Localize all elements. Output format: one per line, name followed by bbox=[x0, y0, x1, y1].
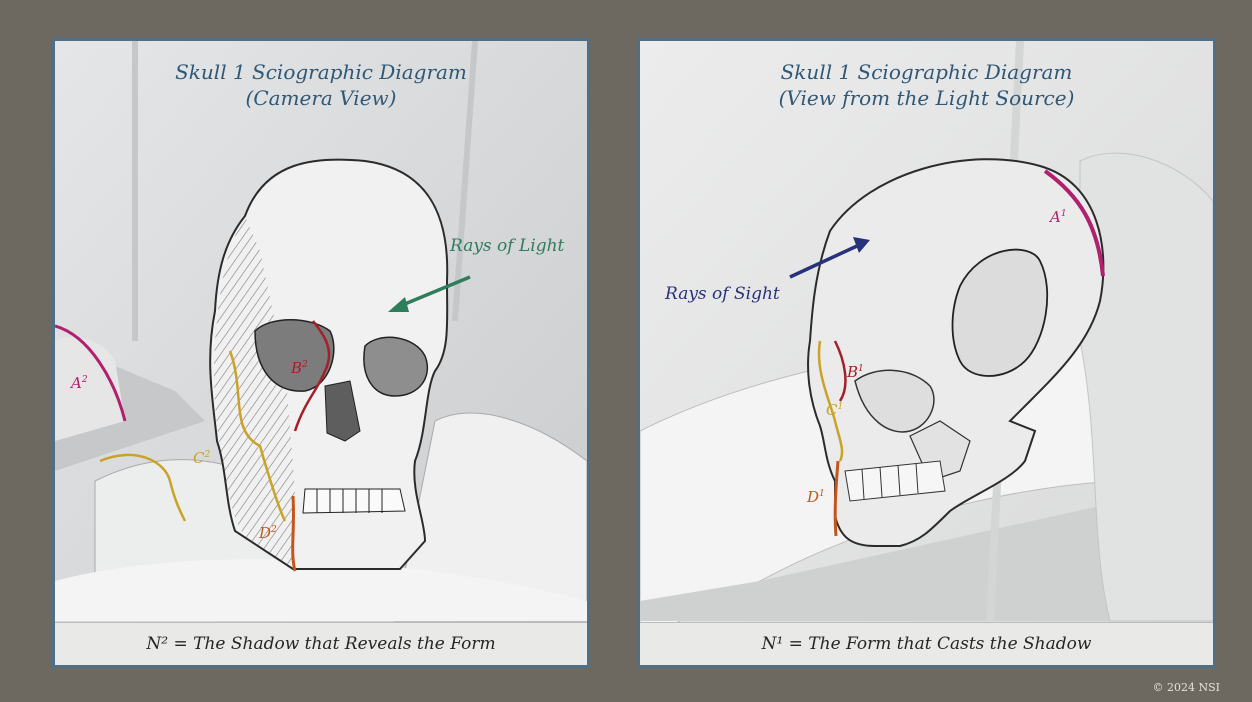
light-source-view-panel: Skull 1 Sciographic Diagram (View from t… bbox=[637, 38, 1216, 668]
label-d2: D2 bbox=[259, 524, 277, 542]
light-source-view-title: Skull 1 Sciographic Diagram (View from t… bbox=[640, 59, 1213, 111]
label-d1: D1 bbox=[807, 488, 825, 506]
light-source-view-illustration bbox=[640, 41, 1213, 665]
right-eye-socket bbox=[364, 337, 427, 396]
camera-view-title: Skull 1 Sciographic Diagram (Camera View… bbox=[55, 59, 587, 111]
label-b1: B1 bbox=[847, 363, 864, 381]
label-b2: B2 bbox=[291, 359, 308, 377]
copyright-notice: © 2024 NSI bbox=[1153, 681, 1221, 694]
camera-view-panel: Skull 1 Sciographic Diagram (Camera View… bbox=[52, 38, 590, 668]
camera-view-illustration bbox=[55, 41, 587, 665]
label-c1: C1 bbox=[826, 401, 843, 419]
label-a2: A2 bbox=[71, 374, 88, 392]
rays-of-sight-label: Rays of Sight bbox=[665, 284, 780, 304]
rays-of-light-label: Rays of Light bbox=[450, 236, 564, 256]
label-a1: A1 bbox=[1050, 208, 1067, 226]
light-source-view-caption: N¹ = The Form that Casts the Shadow bbox=[640, 622, 1213, 665]
label-c2: C2 bbox=[193, 449, 210, 467]
camera-view-caption: N² = The Shadow that Reveals the Form bbox=[55, 622, 587, 665]
